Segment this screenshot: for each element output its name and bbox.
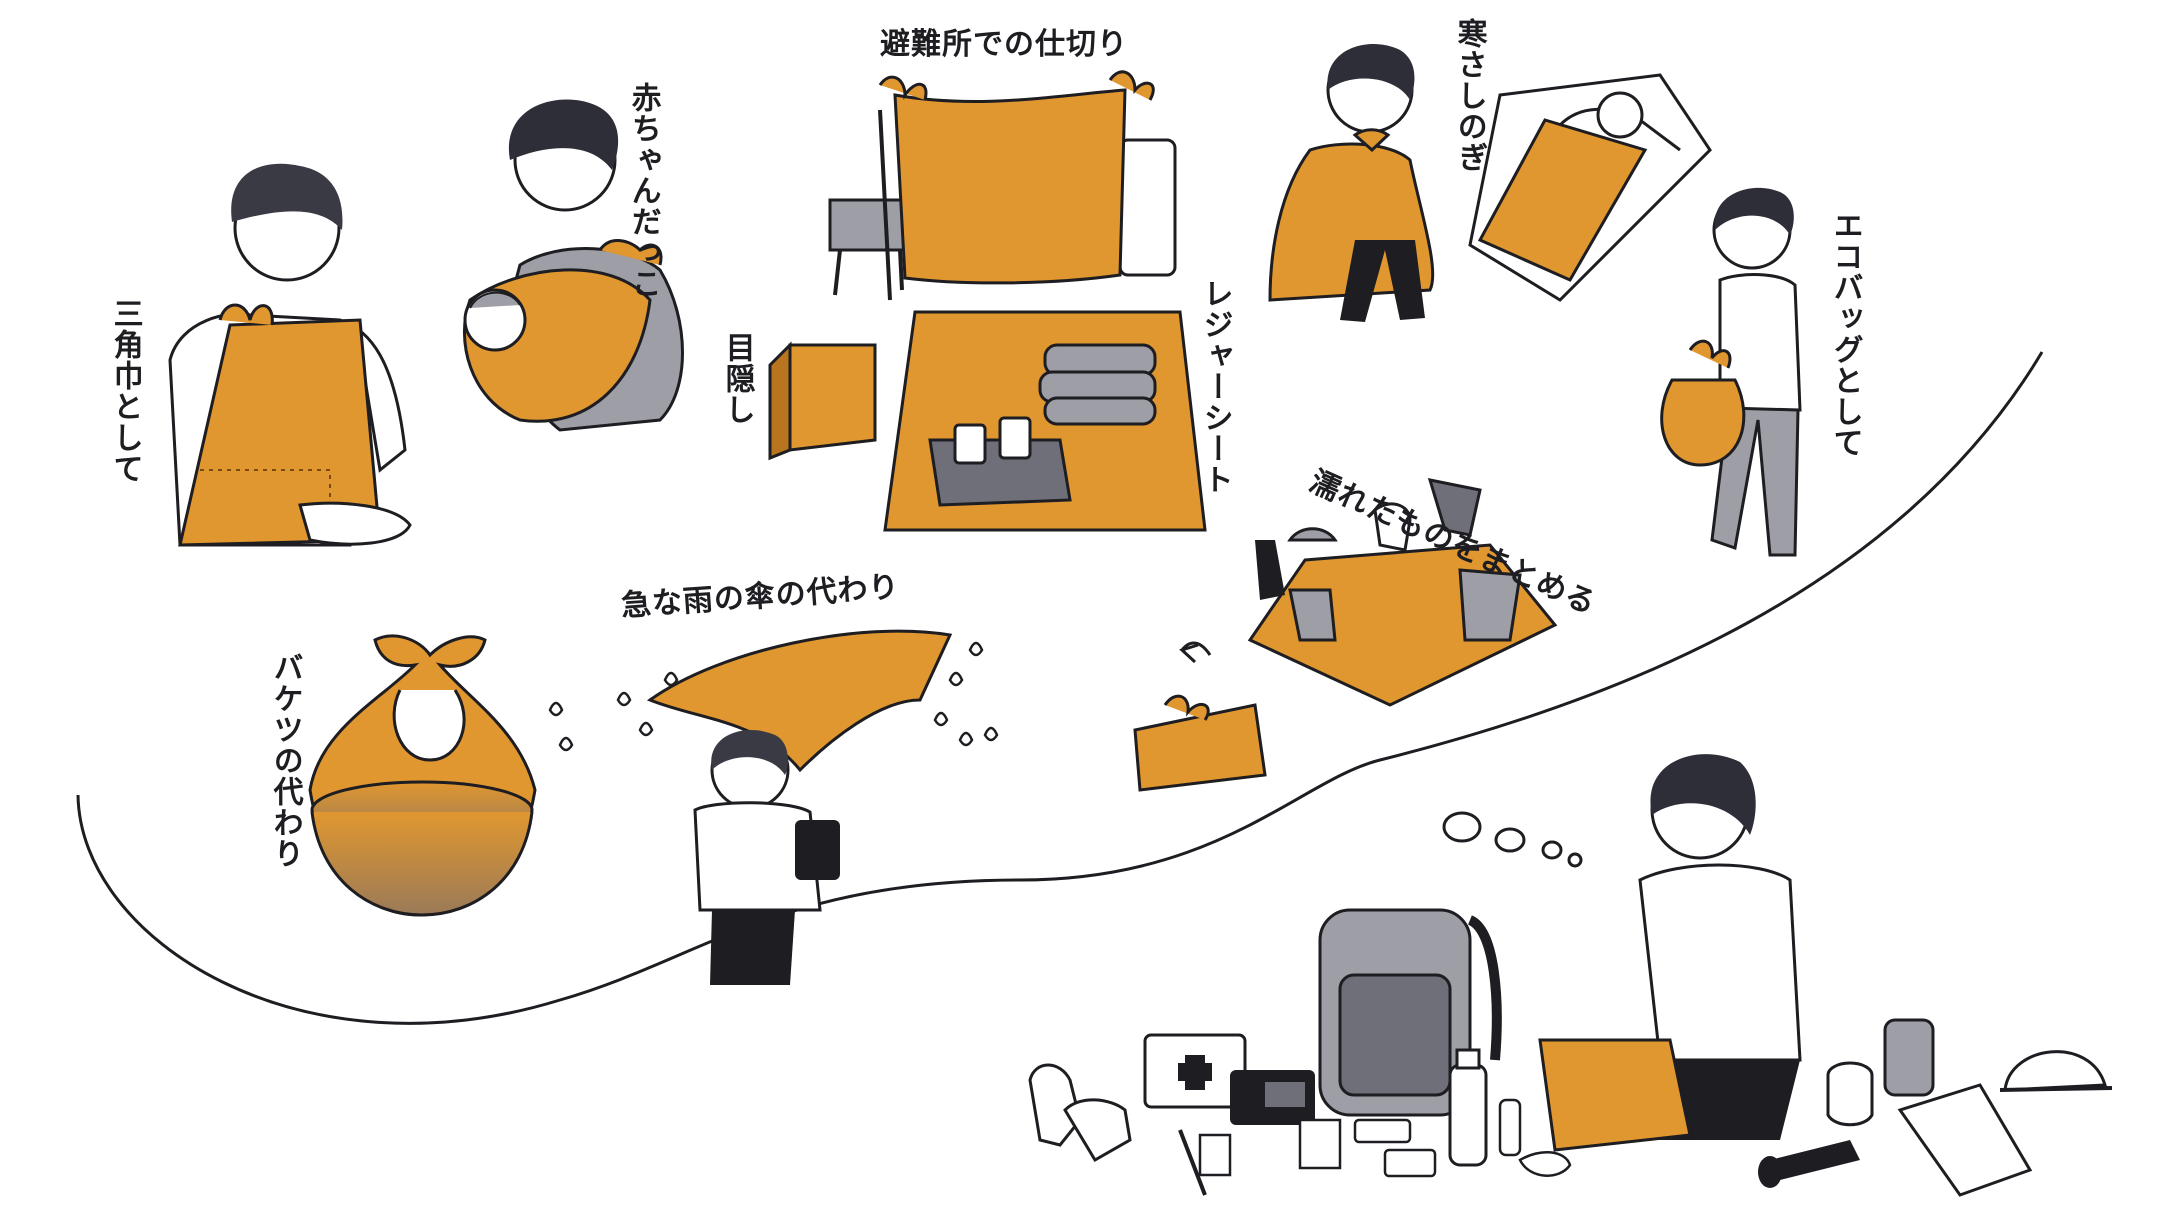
water-bottle xyxy=(1448,1048,1488,1167)
radio xyxy=(1230,1070,1315,1125)
label-baby-carrier: 赤ちゃんだっこ xyxy=(625,82,661,299)
label-shelter-partition: 避難所での仕切り xyxy=(880,27,1128,62)
flashlight xyxy=(1758,1140,1860,1188)
mother-baby xyxy=(462,99,684,432)
folded-cloth xyxy=(1538,1038,1692,1152)
small-supplies xyxy=(1178,1098,1572,1196)
rain-cover-cloth xyxy=(646,629,953,773)
label-cold: 寒さしのぎ xyxy=(1451,18,1487,173)
shelter-partition xyxy=(828,70,1177,301)
label-bucket: バケツの代わり xyxy=(267,652,303,869)
eco-bag-woman xyxy=(1660,187,1802,557)
umbrella-woman xyxy=(646,629,953,985)
label-eco-bag: エコバッグとして xyxy=(1827,210,1863,458)
label-blindfold: 目隠し xyxy=(719,332,755,425)
rain-drops xyxy=(548,641,999,752)
packing-woman xyxy=(1538,754,1802,1152)
helmet xyxy=(1999,1050,2113,1092)
partition-cloth xyxy=(893,88,1127,285)
backpack xyxy=(1318,908,1502,1117)
toilet-roll xyxy=(1826,1061,1874,1127)
canister xyxy=(1883,1018,1935,1097)
cold-woman xyxy=(1268,43,1435,322)
bucket xyxy=(308,634,537,917)
thought-bubbles xyxy=(1442,811,1583,868)
sling-man xyxy=(168,163,412,547)
blanket-cloth xyxy=(1477,118,1648,282)
label-sling: 三角巾として xyxy=(107,298,143,484)
eco-bag-cloth xyxy=(1660,378,1746,467)
towel-stack xyxy=(1897,1083,2033,1197)
divider-curve xyxy=(76,351,2044,1025)
blindfold-box xyxy=(768,341,877,461)
gloves xyxy=(1028,1063,1132,1163)
futon xyxy=(1468,73,1712,302)
wet-items xyxy=(1247,478,1558,707)
first-aid-kit xyxy=(1143,1033,1247,1109)
leisure-sheet xyxy=(883,310,1207,532)
label-leisure-sheet: レジャーシート xyxy=(1197,278,1233,495)
wrapped-bundle xyxy=(1133,641,1267,792)
